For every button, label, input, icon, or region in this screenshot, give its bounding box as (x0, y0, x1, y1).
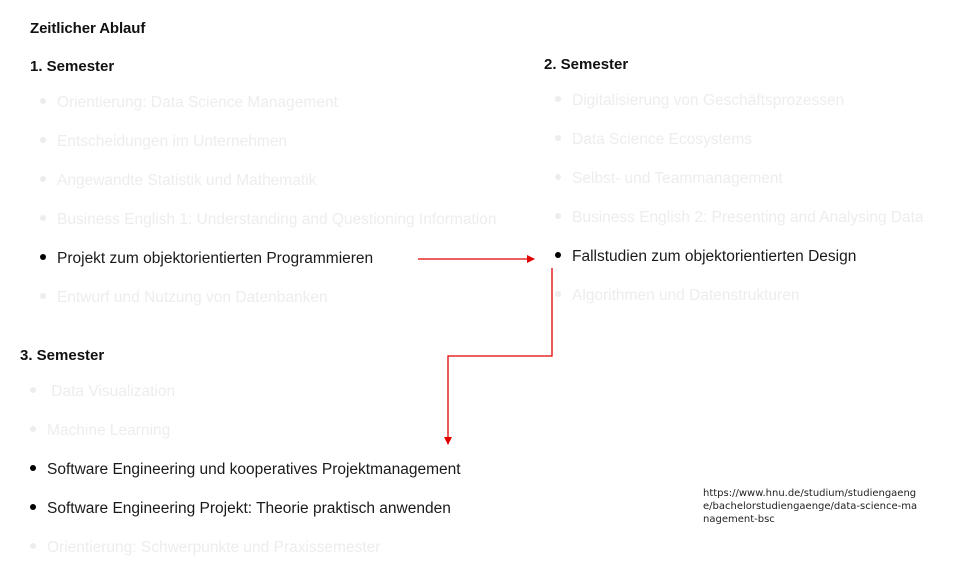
course-item: Orientierung: Data Science Management (40, 93, 338, 113)
bullet-icon (40, 97, 46, 104)
course-item: Entwurf und Nutzung von Datenbanken (40, 288, 328, 308)
source-url: https://www.hnu.de/studium/studiengaenge… (703, 488, 918, 525)
course-label: Entwurf und Nutzung von Datenbanken (57, 289, 328, 306)
course-label: Business English 2: Presenting and Analy… (572, 209, 924, 226)
course-label: Fallstudien zum objektorientierten Desig… (572, 248, 857, 265)
semester-3-heading: 3. Semester (20, 347, 105, 364)
course-label: Orientierung: Schwerpunkte und Praxissem… (47, 539, 381, 556)
course-item: Orientierung: Schwerpunkte und Praxissem… (30, 538, 380, 558)
arrow-sem2-to-sem3 (444, 268, 553, 445)
course-item-highlighted: Software Engineering und kooperatives Pr… (30, 460, 461, 480)
bullet-icon (555, 95, 561, 102)
course-label: Algorithmen und Datenstrukturen (572, 287, 800, 304)
semester-1-heading: 1. Semester (30, 58, 115, 75)
course-label: Business English 1: Understanding and Qu… (57, 211, 497, 228)
bullet-icon (555, 173, 561, 180)
course-label: Entscheidungen im Unternehmen (57, 133, 288, 150)
course-item: Data Visualization (30, 382, 175, 402)
bullet-icon (40, 136, 46, 143)
course-item: Data Science Ecosystems (555, 130, 752, 150)
bullet-icon (40, 214, 46, 221)
bullet-icon (30, 464, 36, 471)
course-item: Machine Learning (30, 421, 170, 441)
course-item-highlighted: Fallstudien zum objektorientierten Desig… (555, 247, 856, 267)
bullet-icon (30, 503, 36, 510)
course-label: Orientierung: Data Science Management (57, 94, 338, 111)
course-item-highlighted: Projekt zum objektorientierten Programmi… (40, 249, 373, 269)
course-item: Selbst- und Teammanagement (555, 169, 783, 189)
bullet-icon (555, 251, 561, 258)
page-title: Zeitlicher Ablauf (30, 20, 146, 37)
bullet-icon (40, 253, 46, 260)
course-item-highlighted: Software Engineering Projekt: Theorie pr… (30, 499, 451, 519)
bullet-icon (40, 292, 46, 299)
course-item: Entscheidungen im Unternehmen (40, 132, 287, 152)
bullet-icon (30, 542, 36, 549)
course-label: Selbst- und Teammanagement (572, 170, 783, 187)
course-label: Projekt zum objektorientierten Programmi… (57, 250, 374, 267)
course-item: Business English 1: Understanding and Qu… (40, 210, 496, 230)
course-item: Business English 2: Presenting and Analy… (555, 208, 924, 228)
course-item: Algorithmen und Datenstrukturen (555, 286, 799, 306)
course-label: Software Engineering und kooperatives Pr… (47, 461, 461, 478)
course-label: Digitalisierung von Geschäftsprozessen (572, 92, 845, 109)
bullet-icon (555, 212, 561, 219)
bullet-icon (30, 386, 36, 393)
bullet-icon (555, 134, 561, 141)
course-label: Machine Learning (47, 422, 171, 439)
semester-2-heading: 2. Semester (544, 56, 629, 73)
course-item: Digitalisierung von Geschäftsprozessen (555, 91, 844, 111)
course-item: Angewandte Statistik und Mathematik (40, 171, 316, 191)
course-label: Software Engineering Projekt: Theorie pr… (47, 500, 451, 517)
bullet-icon (30, 425, 36, 432)
course-label: Data Visualization (47, 383, 176, 400)
bullet-icon (555, 290, 561, 297)
bullet-icon (40, 175, 46, 182)
course-label: Data Science Ecosystems (572, 131, 753, 148)
course-label: Angewandte Statistik und Mathematik (57, 172, 317, 189)
